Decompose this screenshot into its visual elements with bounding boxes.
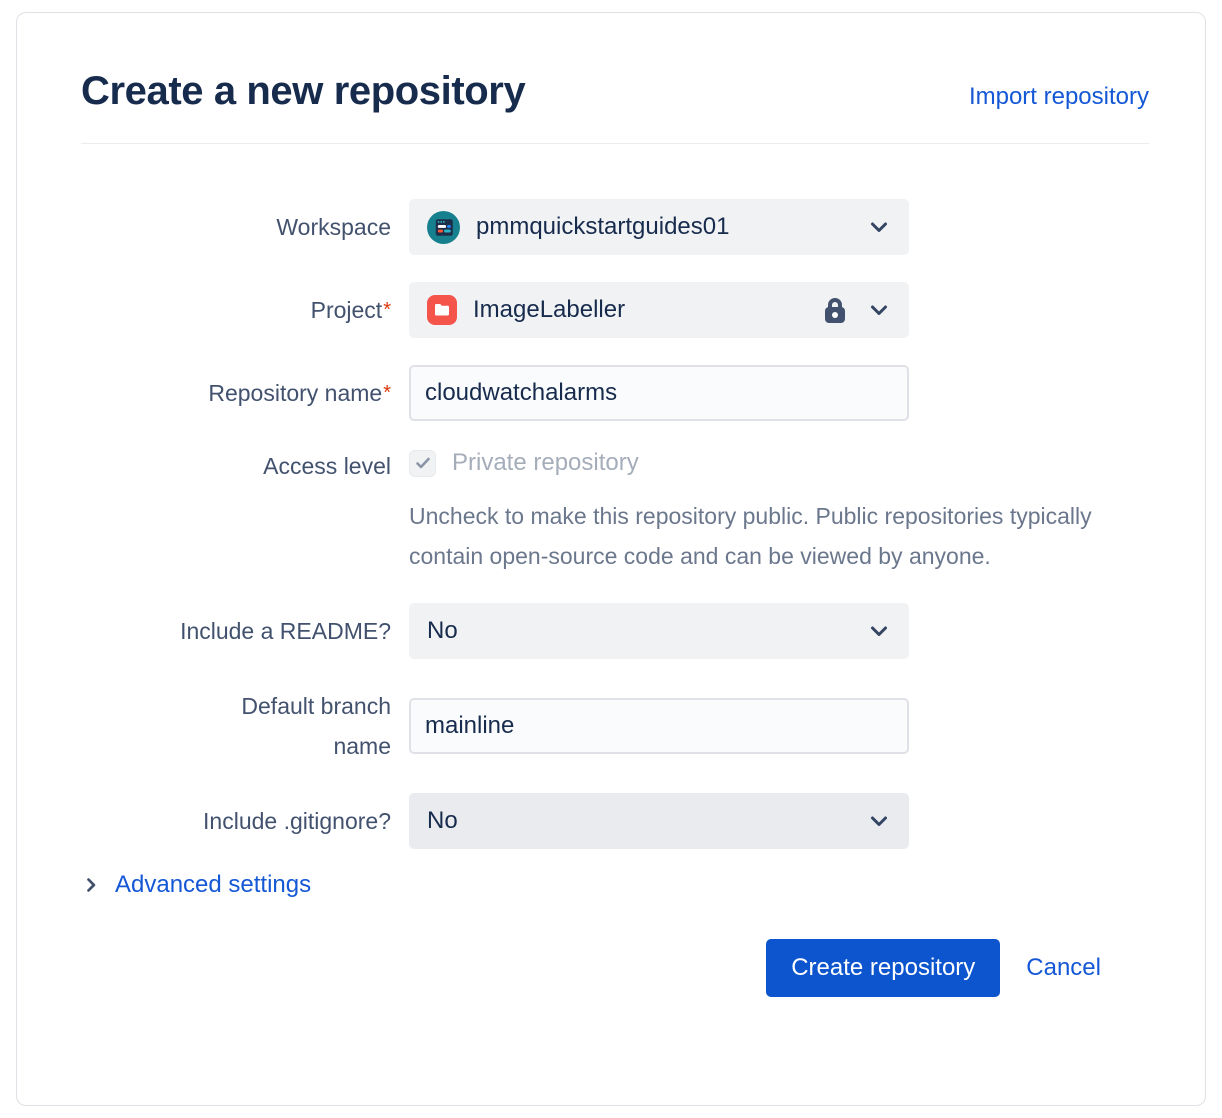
lock-icon xyxy=(821,295,849,325)
advanced-settings-label: Advanced settings xyxy=(115,871,312,898)
default-branch-row: Default branch name xyxy=(81,686,1149,766)
cancel-button[interactable]: Cancel xyxy=(1026,954,1101,981)
project-value: ImageLabeller xyxy=(473,296,626,323)
create-repository-form: Workspace pmmquickstartguide xyxy=(81,199,1149,997)
chevron-down-icon xyxy=(867,215,891,239)
import-repository-link[interactable]: Import repository xyxy=(968,83,1149,110)
default-branch-input[interactable] xyxy=(409,698,909,754)
create-repository-dialog: Create a new repository Import repositor… xyxy=(16,12,1206,1106)
repository-name-label: Repository name* xyxy=(208,380,391,406)
workspace-avatar-icon xyxy=(427,210,460,244)
access-level-label: Access level xyxy=(263,453,391,479)
access-level-row: Access level Private repository Uncheck … xyxy=(81,448,1149,576)
default-branch-label: Default branch name xyxy=(241,693,391,759)
readme-label: Include a README? xyxy=(180,618,391,644)
dialog-header: Create a new repository Import repositor… xyxy=(81,67,1149,115)
dialog-footer: Create repository Cancel xyxy=(81,939,1149,997)
create-repository-button[interactable]: Create repository xyxy=(766,939,1001,997)
advanced-settings-toggle[interactable]: Advanced settings xyxy=(81,871,1149,899)
required-asterisk: * xyxy=(383,382,391,404)
project-row: Project* ImageLabeller xyxy=(81,282,1149,338)
project-label: Project* xyxy=(310,297,391,323)
private-repository-checkbox[interactable] xyxy=(409,449,436,477)
chevron-down-icon xyxy=(867,298,891,322)
project-folder-icon xyxy=(427,295,457,325)
workspace-label: Workspace xyxy=(276,214,391,240)
gitignore-row: Include .gitignore? No xyxy=(81,793,1149,849)
page-title: Create a new repository xyxy=(81,69,526,113)
repository-name-input[interactable] xyxy=(409,365,909,421)
private-repository-label: Private repository xyxy=(452,449,639,476)
project-select[interactable]: ImageLabeller xyxy=(409,282,909,338)
repository-name-row: Repository name* xyxy=(81,365,1149,421)
access-level-field: Private repository Uncheck to make this … xyxy=(409,448,1092,576)
workspace-row: Workspace pmmquickstartguide xyxy=(81,199,1149,255)
readme-value: No xyxy=(427,617,458,644)
gitignore-select[interactable]: No xyxy=(409,793,909,849)
workspace-value: pmmquickstartguides01 xyxy=(476,213,730,240)
access-level-help-text: Uncheck to make this repository public. … xyxy=(409,503,1092,569)
gitignore-label: Include .gitignore? xyxy=(203,808,391,834)
chevron-down-icon xyxy=(867,619,891,643)
required-asterisk: * xyxy=(383,299,391,321)
chevron-right-icon xyxy=(81,875,101,895)
readme-row: Include a README? No xyxy=(81,603,1149,659)
checkmark-icon xyxy=(415,457,430,469)
header-divider xyxy=(81,143,1149,144)
chevron-down-icon xyxy=(867,809,891,833)
gitignore-value: No xyxy=(427,807,458,834)
readme-select[interactable]: No xyxy=(409,603,909,659)
workspace-select[interactable]: pmmquickstartguides01 xyxy=(409,199,909,255)
